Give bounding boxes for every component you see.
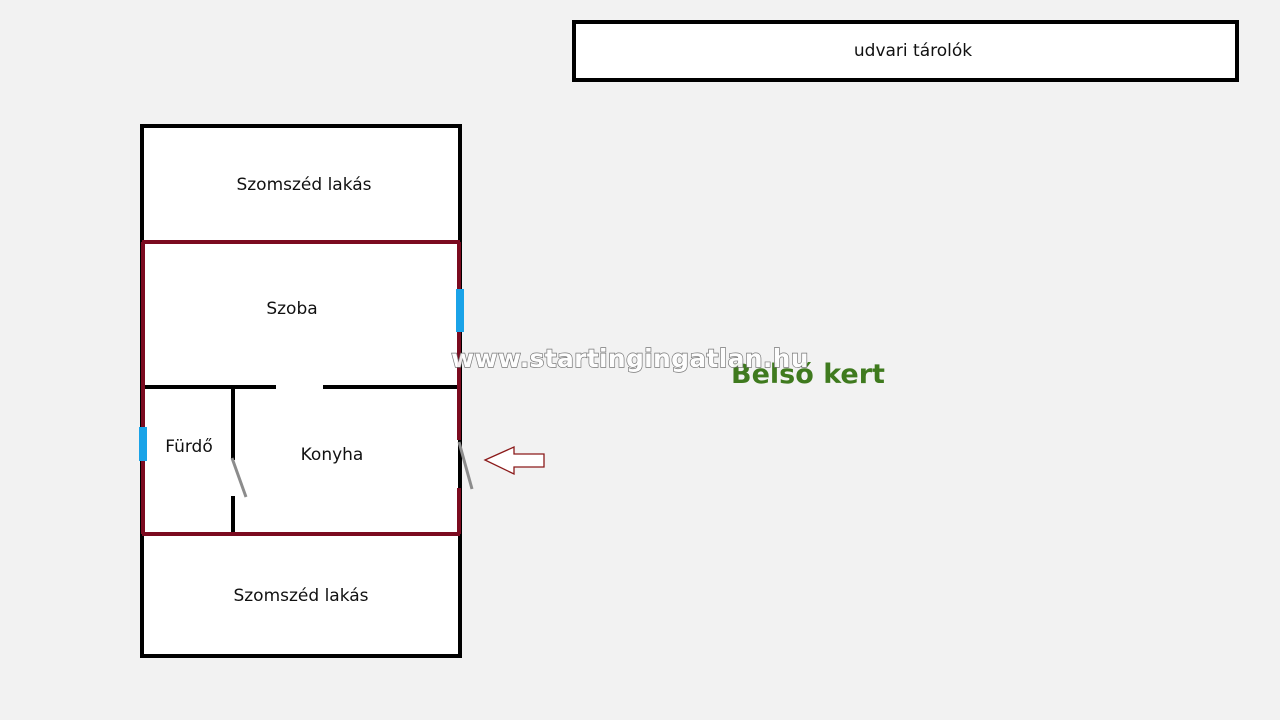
storage-label: udvari tárolók [854,41,972,61]
watermark-text: www.startingingatlan.hu [451,344,809,373]
neighbor-top-label: Szomszéd lakás [236,175,371,195]
window-bathroom [139,427,147,461]
kitchen-label: Konyha [301,445,364,465]
interior-walls [145,385,457,532]
storage-box [572,20,1239,82]
apartment-walls [141,240,461,536]
bathroom-label: Fürdő [165,437,213,457]
window-room [456,289,464,332]
neighbor-bottom-label: Szomszéd lakás [233,586,368,606]
left-arrow-icon [483,445,545,476]
room-label: Szoba [266,299,317,319]
door-bathroom [230,457,248,498]
door-entrance [457,441,474,490]
building-fill [142,126,460,656]
garden-label: Belső kert [731,359,885,390]
